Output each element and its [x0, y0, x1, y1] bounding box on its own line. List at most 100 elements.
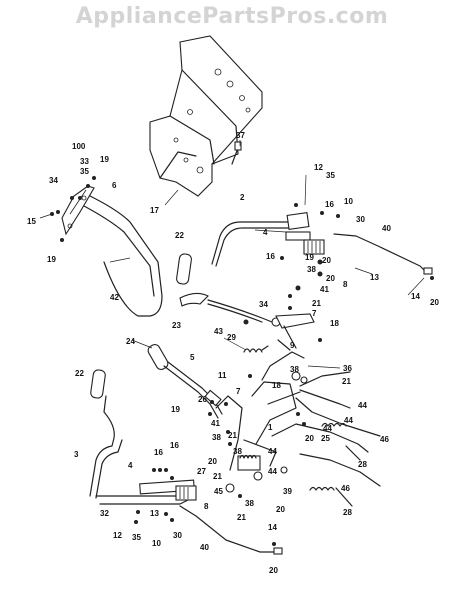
label-18-b: 18	[272, 381, 281, 390]
frame-bracket	[149, 35, 263, 197]
label-44-b: 44	[344, 416, 353, 425]
part-5-lever	[147, 344, 223, 419]
label-39: 39	[283, 487, 292, 496]
label-18-a: 18	[330, 319, 339, 328]
label-30-a: 30	[356, 215, 365, 224]
label-28-b: 28	[343, 508, 352, 517]
label-21-a: 21	[312, 299, 321, 308]
label-46-b: 46	[341, 484, 350, 493]
label-19-b: 19	[47, 255, 56, 264]
label-38-b: 38	[290, 365, 299, 374]
central-pivot-assembly	[215, 339, 308, 493]
label-20-f: 20	[276, 505, 285, 514]
part-numbers: 100 33 19 35 34 6 15 19 42 37 17 22 2 12…	[27, 131, 439, 575]
label-35-c: 35	[132, 533, 141, 542]
label-23: 23	[172, 321, 181, 330]
label-2: 2	[240, 193, 245, 202]
label-14-a: 14	[411, 292, 420, 301]
label-20-d: 20	[305, 434, 314, 443]
label-32: 32	[100, 509, 109, 518]
lower-cable-rod	[179, 505, 283, 555]
label-6: 6	[112, 181, 117, 190]
label-20-b: 20	[326, 274, 335, 283]
label-46-a: 46	[380, 435, 389, 444]
label-17: 17	[150, 206, 159, 215]
part-22-grip-upper	[176, 253, 192, 285]
label-9: 9	[290, 341, 295, 350]
label-36: 36	[343, 364, 352, 373]
hardware-dots	[50, 176, 434, 546]
label-44-c: 44	[323, 424, 332, 433]
label-30-b: 30	[173, 531, 182, 540]
label-13-b: 13	[150, 509, 159, 518]
label-41-b: 41	[211, 419, 220, 428]
label-33: 33	[80, 157, 89, 166]
label-44-e: 44	[268, 467, 277, 476]
label-34-b: 34	[259, 300, 268, 309]
label-8-a: 8	[343, 280, 348, 289]
label-4-b: 4	[128, 461, 133, 470]
label-16-d: 16	[154, 448, 163, 457]
label-19-a: 19	[100, 155, 109, 164]
label-35-a: 35	[80, 167, 89, 176]
label-42: 42	[110, 293, 119, 302]
label-16-a: 16	[325, 200, 334, 209]
label-41-a: 41	[320, 285, 329, 294]
upper-cable-rod	[333, 233, 433, 275]
part-42-bail	[83, 195, 163, 317]
leader-lines	[39, 140, 425, 369]
label-28-a: 28	[358, 460, 367, 469]
upper-control-rod	[211, 212, 325, 267]
label-26: 26	[198, 395, 207, 404]
label-21-b: 21	[342, 377, 351, 386]
label-38-d: 38	[233, 447, 242, 456]
label-5: 5	[190, 353, 195, 362]
label-44-a: 44	[358, 401, 367, 410]
label-1: 1	[268, 423, 273, 432]
label-10-a: 10	[344, 197, 353, 206]
label-19-d: 19	[171, 405, 180, 414]
part-37-bolt	[231, 141, 242, 165]
label-44-d: 44	[268, 447, 277, 456]
label-22-b: 22	[75, 369, 84, 378]
label-35-b: 35	[326, 171, 335, 180]
right-linkage-rods	[271, 371, 381, 507]
label-7-a: 7	[312, 309, 317, 318]
label-20-g: 20	[269, 566, 278, 575]
label-11: 11	[218, 371, 227, 380]
part-29-spring	[243, 345, 269, 353]
label-16-b: 16	[266, 252, 275, 261]
label-27: 27	[197, 467, 206, 476]
label-40-b: 40	[200, 543, 209, 552]
label-8-b: 8	[204, 502, 209, 511]
label-21-c: 21	[228, 431, 237, 440]
label-25: 25	[321, 434, 330, 443]
label-3: 3	[74, 450, 79, 459]
watermark-text: AppliancePartsPros.com	[75, 4, 389, 29]
label-37: 37	[236, 131, 245, 140]
label-45: 45	[214, 487, 223, 496]
label-10-b: 10	[152, 539, 161, 548]
label-13-a: 13	[370, 273, 379, 282]
label-12-a: 12	[314, 163, 323, 172]
part-22-grip-lower	[90, 369, 106, 399]
label-38-e: 38	[245, 499, 254, 508]
label-20-e: 20	[208, 457, 217, 466]
label-24: 24	[126, 337, 135, 346]
label-19-c: 19	[305, 253, 314, 262]
label-38-c: 38	[212, 433, 221, 442]
label-14-b: 14	[268, 523, 277, 532]
label-4-a: 4	[263, 228, 268, 237]
part-7-arm	[275, 313, 315, 349]
label-22-a: 22	[175, 231, 184, 240]
lower-bracket-assembly	[139, 479, 197, 501]
label-29: 29	[227, 333, 236, 342]
label-7-b: 7	[236, 387, 241, 396]
label-20-a: 20	[322, 256, 331, 265]
label-21-e: 21	[237, 513, 246, 522]
label-21-d: 21	[213, 472, 222, 481]
label-15: 15	[27, 217, 36, 226]
label-43: 43	[214, 327, 223, 336]
